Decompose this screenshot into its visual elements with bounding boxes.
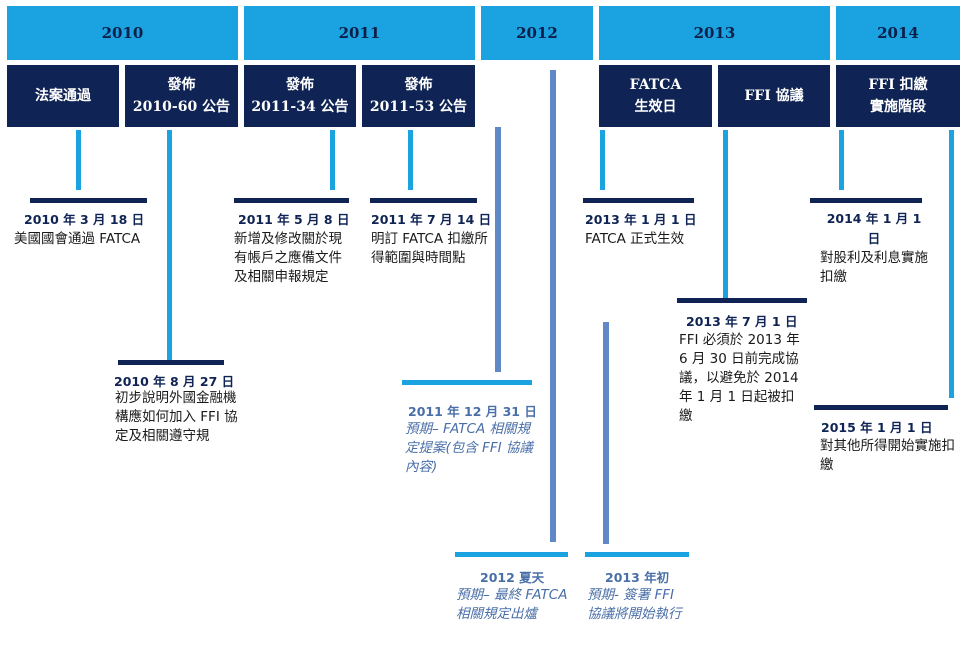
milestone-date: 2013 年 7 月 1 日: [686, 314, 798, 329]
event-line1: FFI 協議: [744, 88, 804, 104]
connector-line: [949, 130, 954, 398]
event-line2: 實施階段: [870, 99, 926, 115]
milestone-text-projected: 預期– FATCA 相關規定提案(包含 FFI 協議內容): [405, 421, 533, 475]
milestone-date: 2010 年 8 月 27 日: [114, 374, 235, 389]
connector-line: [600, 130, 605, 190]
milestone-text: 初步說明外國金融機構應如何加入 FFI 協定及相關遵守規: [115, 390, 238, 444]
event-notice-2010-60: 發佈 2010-60 公告: [125, 65, 238, 127]
milestone-bar: [370, 198, 477, 203]
milestone-text: 美國國會通過 FATCA: [14, 231, 141, 247]
milestone-date: 2014 年 1 月 1 日: [826, 211, 922, 246]
milestone-bar: [30, 198, 147, 203]
milestone-bar: [118, 360, 224, 365]
event-line1: 發佈: [286, 77, 314, 93]
connector-line: [76, 130, 81, 190]
milestone-text: 新增及修改關於現有帳戶之應備文件及相關申報規定: [234, 231, 342, 285]
milestone-bar-projected: [455, 552, 568, 557]
connector-line: [839, 130, 844, 190]
connector-line: [330, 130, 335, 190]
milestone-text: 對股利及利息實施扣繳: [820, 250, 928, 285]
milestone-date-projected: 2011 年 12 月 31 日: [408, 404, 537, 419]
event-line2: 2011-34 公告: [251, 99, 349, 115]
year-2012: 2012: [481, 6, 593, 60]
event-line1: FFI 扣繳: [868, 77, 928, 93]
milestone-date: 2010 年 3 月 18 日: [24, 212, 145, 227]
event-notice-2011-34: 發佈 2011-34 公告: [244, 65, 356, 127]
event-line1: 發佈: [404, 77, 433, 93]
milestone-date-projected: 2013 年初: [605, 570, 670, 585]
milestone-bar: [810, 198, 922, 203]
event-notice-2011-53: 發佈 2011-53 公告: [362, 65, 475, 127]
year-2014: 2014: [836, 6, 960, 60]
event-ffi-agreement: FFI 協議: [718, 65, 830, 127]
connector-line-projected: [603, 322, 609, 544]
milestone-date: 2015 年 1 月 1 日: [821, 420, 933, 435]
event-line1: 發佈: [167, 77, 196, 93]
connector-line-projected: [495, 127, 501, 372]
milestone-bar: [583, 198, 694, 203]
event-line1: FATCA: [629, 77, 682, 93]
milestone-text: 明訂 FATCA 扣繳所得範圍與時間點: [371, 231, 488, 266]
milestone-text: FFI 必須於 2013 年 6 月 30 日前完成協議，以避免於 2014 年…: [679, 332, 800, 421]
year-2010: 2010: [7, 6, 238, 60]
year-2013: 2013: [599, 6, 830, 60]
milestone-date: 2011 年 5 月 8 日: [238, 212, 350, 227]
milestone-text: 對其他所得開始實施扣繳: [820, 438, 955, 473]
milestone-bar: [814, 405, 948, 410]
milestone-date-projected: 2012 夏天: [480, 570, 545, 585]
milestone-bar: [677, 298, 807, 303]
event-fatca-effective: FATCA 生效日: [599, 65, 712, 127]
event-line2: 2011-53 公告: [369, 99, 468, 115]
connector-line: [167, 130, 172, 362]
connector-line: [408, 130, 413, 190]
event-line2: 生效日: [634, 99, 677, 115]
event-line2: 2010-60 公告: [132, 99, 231, 115]
event-law-passed: 法案通過: [7, 65, 119, 127]
event-ffi-withholding: FFI 扣繳 實施階段: [836, 65, 960, 127]
milestone-date: 2013 年 1 月 1 日: [585, 212, 697, 227]
milestone-date: 2011 年 7 月 14 日: [371, 212, 492, 227]
milestone-text-projected: 預期- 簽署 FFI 協議將開始執行: [587, 587, 682, 622]
milestone-text: FATCA 正式生效: [585, 231, 685, 247]
connector-line-projected: [550, 70, 556, 542]
milestone-text-projected: 預期– 最終 FATCA 相關規定出爐: [456, 587, 568, 622]
milestone-bar-projected: [585, 552, 689, 557]
milestone-bar-projected: [402, 380, 532, 385]
year-2011: 2011: [244, 6, 475, 60]
event-line1: 法案通過: [35, 88, 91, 104]
connector-line: [723, 130, 728, 298]
milestone-bar: [234, 198, 349, 203]
